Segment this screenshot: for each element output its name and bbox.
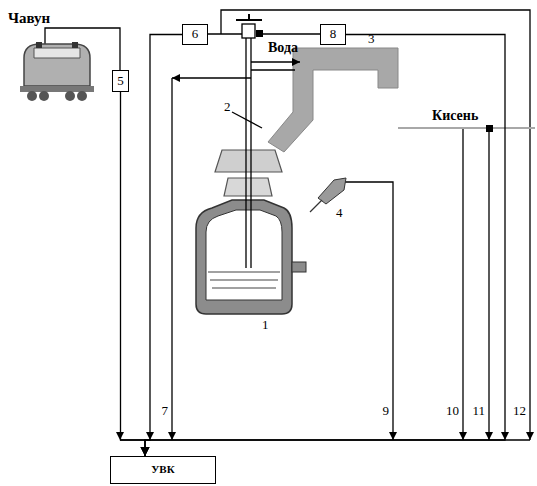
callout-number: 11 — [472, 404, 485, 418]
callout-number: 1 — [262, 318, 269, 332]
junction-dot — [486, 125, 493, 132]
material-label: Кисень — [432, 108, 478, 123]
gas-hood — [268, 48, 398, 152]
ladle-car — [20, 28, 120, 101]
box-text: 8 — [330, 27, 337, 41]
sensor-box: 5 — [112, 70, 129, 92]
box-text: 5 — [117, 74, 124, 88]
sensor-box: 8 — [320, 24, 346, 45]
signal-connector — [121, 92, 146, 456]
signal-connector — [145, 35, 182, 457]
box-text: 6 — [192, 27, 199, 41]
oxygen-pipe — [398, 127, 535, 129]
signal-connector — [145, 35, 505, 457]
sensor-box: 6 — [182, 24, 208, 45]
bus-arrowhead — [501, 432, 509, 440]
box-text: УВК — [151, 463, 174, 475]
callout-number: 9 — [383, 404, 390, 418]
signal-wire — [120, 10, 530, 440]
junction-dot — [256, 30, 263, 37]
callout-number: 12 — [513, 404, 526, 418]
material-label: Чавун — [8, 10, 50, 27]
callout-number: 10 — [446, 404, 459, 418]
material-label: Вода — [268, 40, 298, 55]
bus-arrowhead — [116, 432, 124, 440]
bus-arrowhead — [168, 432, 534, 440]
bus-arrowhead — [146, 432, 154, 440]
callout-number: 7 — [162, 404, 169, 418]
control-unit-box: УВК — [110, 456, 216, 484]
callout-number: 4 — [336, 206, 343, 220]
callout-number: 2 — [224, 100, 231, 114]
callout-number: 3 — [368, 32, 375, 46]
oxygen-lance — [172, 14, 300, 268]
